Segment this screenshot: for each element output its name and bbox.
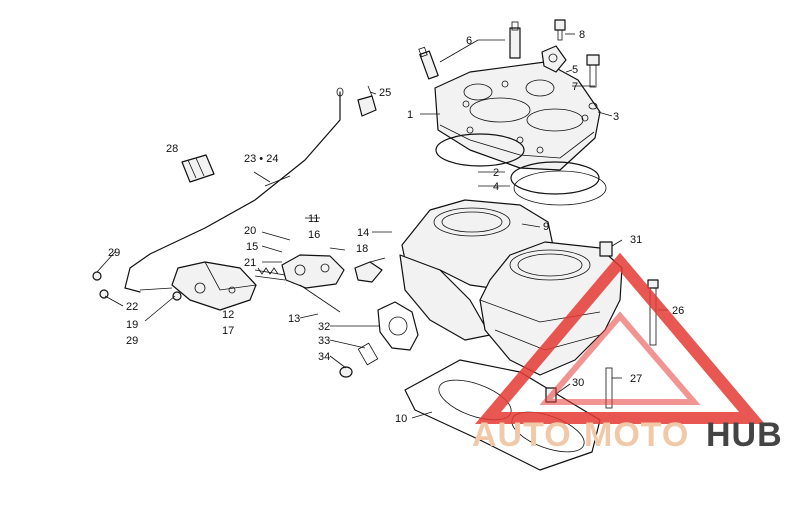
callout-17: 17 bbox=[222, 325, 234, 337]
watermark: AUTO MOTO HUB bbox=[472, 252, 783, 454]
callout-27: 27 bbox=[630, 373, 642, 385]
callout-labels: 1 2 3 4 5 6 7 8 9 10 11 12 13 14 15 16 1… bbox=[108, 29, 684, 425]
callout-32: 32 bbox=[318, 321, 330, 333]
watermark-text-hub: HUB bbox=[706, 416, 783, 454]
callout-28: 28 bbox=[166, 143, 178, 155]
callout-20: 20 bbox=[244, 225, 256, 237]
watermark-text-moto: MOTO bbox=[584, 416, 689, 454]
callout-30: 30 bbox=[572, 377, 584, 389]
callout-16: 16 bbox=[308, 229, 320, 241]
callout-23-24: 23 • 24 bbox=[244, 153, 278, 165]
exhaust-gasket bbox=[339, 301, 419, 378]
callout-6: 6 bbox=[466, 35, 472, 47]
callout-15: 15 bbox=[246, 241, 258, 253]
callout-5: 5 bbox=[572, 64, 578, 76]
callout-22: 22 bbox=[126, 301, 138, 313]
callout-3: 3 bbox=[613, 111, 619, 123]
spark-plug-left bbox=[418, 46, 439, 80]
cover-plate bbox=[139, 261, 257, 311]
callout-2: 2 bbox=[493, 167, 499, 179]
watermark-triangle-icon bbox=[475, 252, 765, 424]
callout-29-top: 29 bbox=[108, 247, 120, 259]
callout-19: 19 bbox=[126, 319, 138, 331]
callout-1: 1 bbox=[407, 109, 413, 121]
watermark-text-auto: AUTO bbox=[472, 416, 572, 454]
callout-11: 11 bbox=[308, 213, 319, 225]
grommet bbox=[181, 154, 215, 183]
callout-4: 4 bbox=[493, 181, 499, 193]
cylinder-head bbox=[434, 61, 601, 171]
callout-34: 34 bbox=[318, 351, 330, 363]
callout-25: 25 bbox=[379, 87, 391, 99]
spark-plug-right bbox=[509, 21, 521, 59]
leader-lines bbox=[96, 33, 668, 419]
callout-33: 33 bbox=[318, 335, 330, 347]
control-cable bbox=[124, 87, 344, 293]
callout-14: 14 bbox=[357, 227, 369, 239]
callout-10: 10 bbox=[395, 413, 407, 425]
small-bolts bbox=[92, 271, 182, 301]
head-gasket bbox=[435, 133, 607, 206]
cable-clip bbox=[357, 85, 377, 117]
callout-7: 7 bbox=[572, 81, 578, 93]
valve-assembly bbox=[254, 254, 383, 313]
cylinders bbox=[399, 199, 623, 376]
head-bolts bbox=[541, 19, 600, 110]
callout-21: 21 bbox=[244, 257, 256, 269]
callout-8: 8 bbox=[579, 29, 585, 41]
callout-26: 26 bbox=[672, 305, 684, 317]
callout-9: 9 bbox=[543, 221, 549, 233]
callout-13: 13 bbox=[288, 313, 300, 325]
callout-29-bottom: 29 bbox=[126, 335, 138, 347]
callout-31: 31 bbox=[630, 234, 642, 246]
callout-12: 12 bbox=[222, 309, 234, 321]
callout-18: 18 bbox=[356, 243, 368, 255]
